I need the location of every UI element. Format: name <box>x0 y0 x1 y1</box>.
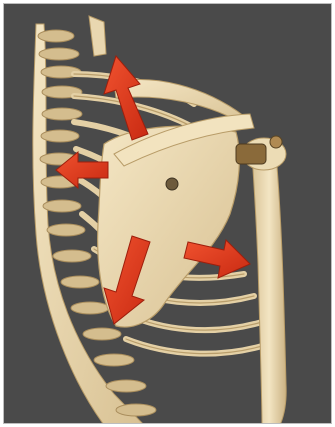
skeleton-photo <box>3 3 332 424</box>
shoulder-joint-hardware <box>236 144 266 164</box>
scapula-bolt <box>166 178 178 190</box>
humerus <box>236 136 286 424</box>
